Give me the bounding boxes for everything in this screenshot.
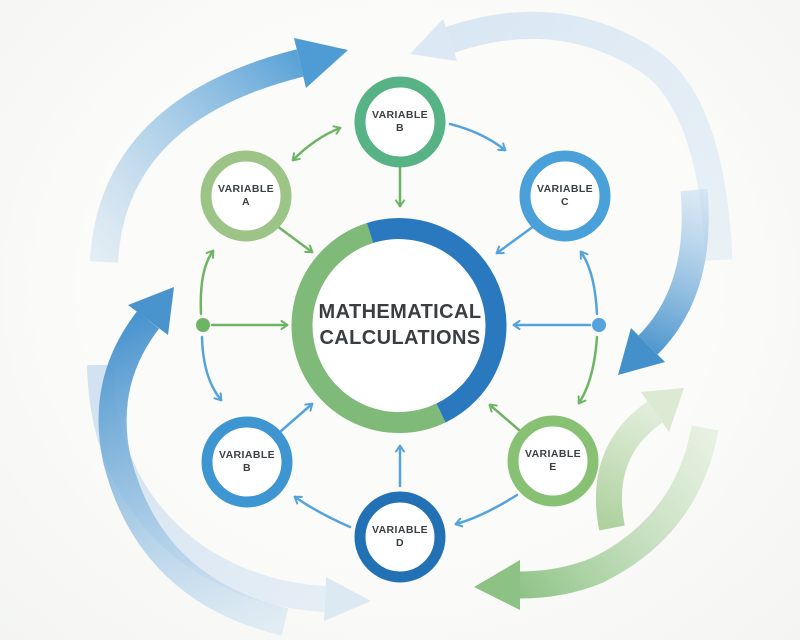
right-junction-dot: [592, 318, 606, 332]
swoosh-arrow-right-blue: [618, 188, 709, 375]
node-variable-b-top-ring: [354, 76, 446, 168]
arrow-c-to-center: [495, 224, 536, 255]
variable-nodes: [200, 76, 611, 583]
node-variable-e-label: VARIABLE E: [508, 448, 598, 474]
left-junction-dot: [196, 318, 210, 332]
blue-connector-arrows: [200, 122, 599, 529]
swoosh-arrow-left-blue: [98, 287, 289, 636]
arrow-right-dot-to-e: [577, 335, 599, 405]
node-variable-d-ring: [354, 491, 446, 583]
arrow-b-left-to-center: [279, 402, 314, 433]
arrow-left-dot-to-a: [199, 249, 215, 316]
node-label-line1: VARIABLE: [371, 108, 429, 121]
node-label-line2: B: [396, 122, 404, 134]
green-connector-arrows: [199, 125, 599, 432]
swoosh-arrow-top-pale: [410, 11, 733, 261]
arrow-right-dot-to-c: [579, 250, 599, 316]
node-label-line1: VARIABLE: [536, 182, 594, 195]
node-variable-c-ring: [519, 150, 611, 242]
node-variable-b-left-label: VARIABLE B: [202, 449, 292, 475]
node-label-line1: VARIABLE: [524, 447, 582, 460]
node-label-line1: VARIABLE: [371, 523, 429, 536]
arrow-b-top-to-c: [448, 122, 507, 152]
node-label-line2: E: [549, 461, 557, 473]
center-title: MATHEMATICAL CALCULATIONS: [305, 299, 495, 351]
node-variable-b-top-label: VARIABLE B: [355, 109, 445, 135]
center-node: [291, 218, 507, 434]
swoosh-arrow-right-green: [596, 388, 684, 531]
center-ring-green-arc: [291, 222, 446, 434]
swoosh-arrow-top-left: [90, 38, 348, 263]
center-title-line1: MATHEMATICAL: [318, 301, 482, 323]
node-label-line2: B: [243, 462, 251, 474]
center-title-line2: CALCULATIONS: [319, 327, 481, 349]
arrow-a-to-center: [275, 224, 314, 254]
node-label-line1: VARIABLE: [218, 448, 276, 461]
node-variable-a-label: VARIABLE A: [201, 183, 291, 209]
node-label-line2: C: [561, 196, 569, 208]
node-variable-b-left-ring: [201, 416, 293, 508]
node-label-line2: D: [396, 537, 404, 549]
node-variable-d-label: VARIABLE D: [355, 524, 445, 550]
arrow-left-dot-to-b-left: [200, 335, 223, 402]
node-label-line2: A: [242, 196, 250, 208]
center-node-fill: [303, 228, 497, 422]
center-ring-blue-arc: [366, 218, 507, 423]
arrow-d-to-b-left: [293, 495, 352, 529]
arrow-e-to-d: [454, 493, 519, 528]
node-variable-c-label: VARIABLE C: [520, 183, 610, 209]
node-variable-e-ring: [507, 415, 599, 507]
node-label-line1: VARIABLE: [217, 182, 275, 195]
arrow-e-to-center: [488, 403, 521, 432]
arrow-a-b-double: [291, 125, 342, 162]
swoosh-arrow-bottom-right: [474, 425, 719, 610]
node-variable-a-ring: [200, 150, 292, 242]
